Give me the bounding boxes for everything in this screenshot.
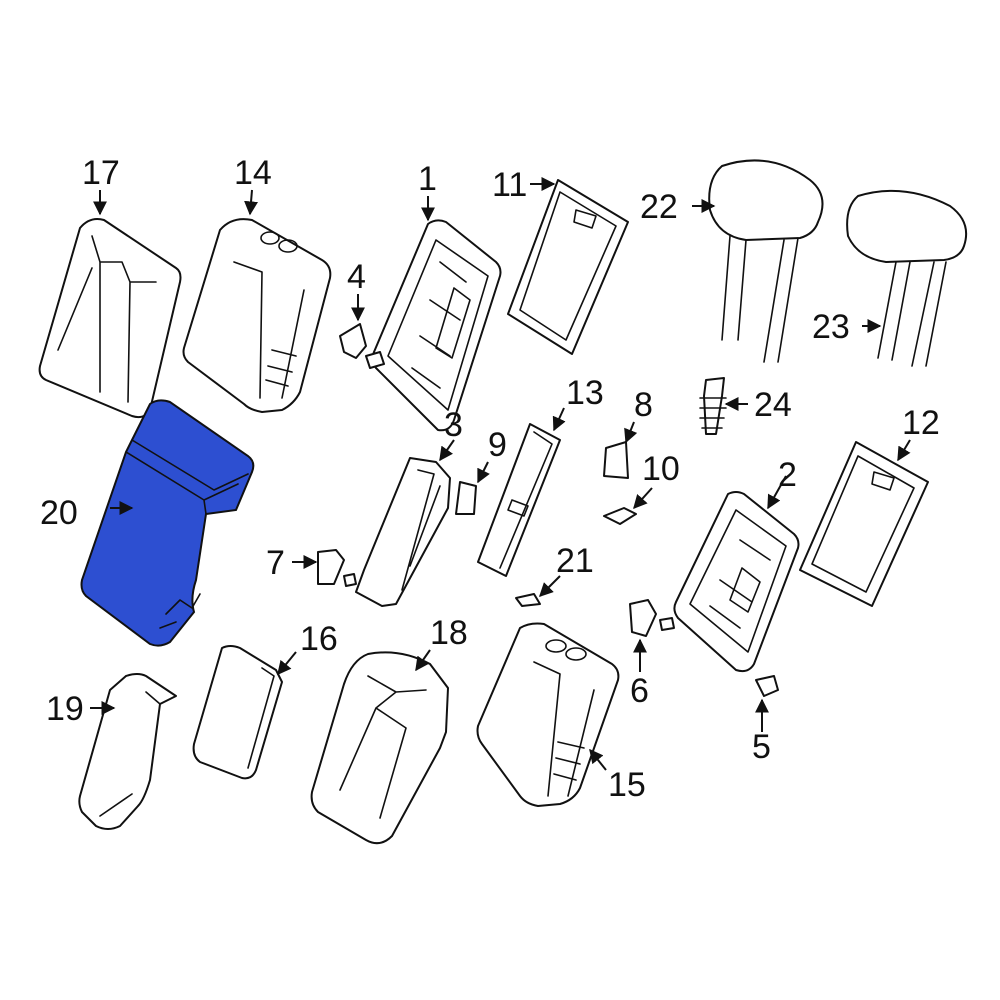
callout-4: 4 [347,258,366,296]
callout-13: 13 [566,374,604,412]
callout-17: 17 [82,154,120,192]
part-12-back-panel[interactable] [799,441,929,607]
part-15-seat-back[interactable] [476,622,620,807]
part-11-back-panel[interactable] [507,179,629,355]
part-14-backrest[interactable] [182,218,332,413]
callout-12: 12 [902,404,940,442]
callout-8: 8 [634,386,653,424]
callout-22: 22 [640,188,678,226]
callout-9: 9 [488,426,507,464]
part-8-bracket[interactable] [603,441,629,479]
callout-10: 10 [642,450,680,488]
callout-21: 21 [556,542,594,580]
part-19-side-bolster[interactable] [78,673,177,830]
part-5-clip[interactable] [755,675,779,697]
callout-labels: 17 14 1 11 22 4 23 13 24 8 12 3 9 10 2 2… [40,154,940,804]
part-24-headrest-guide[interactable] [699,377,727,435]
part-13-trim-strip[interactable] [477,423,561,577]
part-2-backrest-frame[interactable] [659,491,800,673]
callout-6: 6 [630,672,649,710]
callout-16: 16 [300,620,338,658]
part-3-side-frame[interactable] [343,457,451,607]
part-20-armrest-highlighted[interactable] [80,399,255,647]
part-10-latch-cover[interactable] [603,507,637,525]
callout-19: 19 [46,690,84,728]
callout-3: 3 [444,406,463,444]
part-22-headrest[interactable] [708,159,824,363]
callout-1: 1 [418,160,437,198]
callout-20: 20 [40,494,78,532]
callout-5: 5 [752,728,771,766]
part-18-seat-cushion-cover[interactable] [310,651,449,845]
part-1-backrest-frame[interactable] [365,219,502,432]
callout-15: 15 [608,766,646,804]
callout-24: 24 [754,386,792,424]
callout-7: 7 [266,544,285,582]
part-21-clip[interactable] [515,593,541,607]
part-16-side-bolster[interactable] [192,645,283,780]
part-4-bracket[interactable] [339,323,367,359]
callout-2: 2 [778,456,797,494]
callout-18: 18 [430,614,468,652]
part-23-headrest[interactable] [846,189,968,367]
part-9-bracket[interactable] [455,481,477,515]
callout-14: 14 [234,154,272,192]
part-7-bracket[interactable] [317,549,345,585]
part-17-backrest-cover[interactable] [38,218,182,419]
part-6-bracket[interactable] [629,599,657,637]
callout-11: 11 [492,166,527,204]
callout-23: 23 [812,308,850,346]
leader-lines [90,177,911,771]
